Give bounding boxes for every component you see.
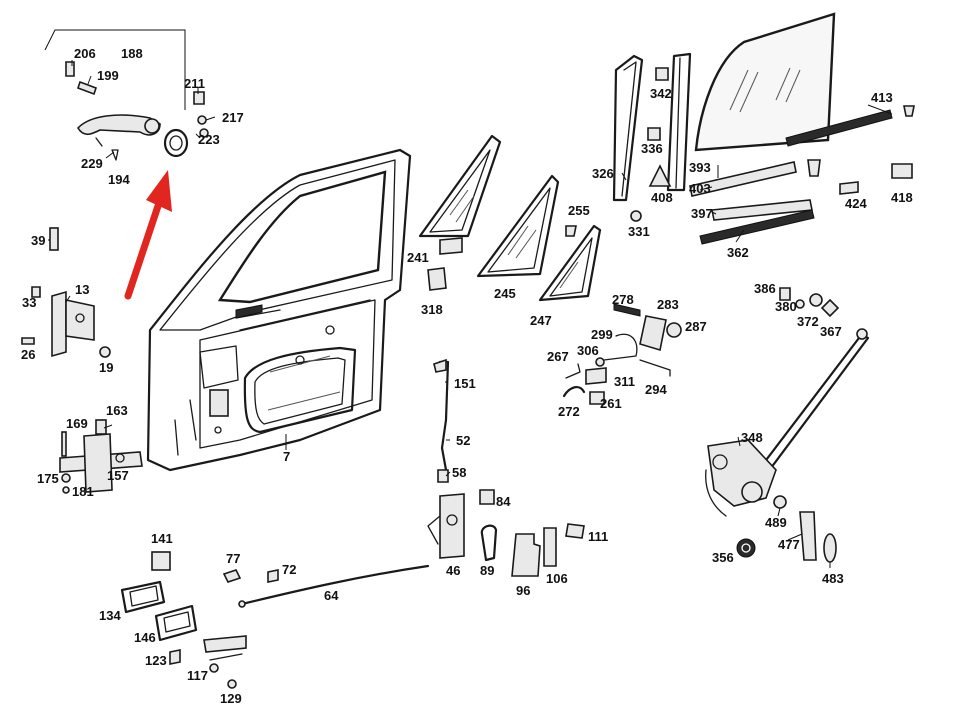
label-380: 380 [775, 299, 797, 314]
label-245: 245 [494, 286, 516, 301]
label-241: 241 [407, 250, 429, 265]
label-278: 278 [612, 292, 634, 307]
label-287: 287 [685, 319, 707, 334]
door-shell [146, 148, 412, 472]
label-134: 134 [99, 608, 121, 623]
label-413: 413 [871, 90, 893, 105]
label-211: 211 [184, 76, 205, 91]
door-check-strap [59, 419, 143, 494]
label-489: 489 [765, 515, 787, 530]
label-19: 19 [99, 360, 113, 375]
label-96: 96 [516, 583, 530, 598]
label-424: 424 [845, 196, 867, 211]
label-84: 84 [496, 494, 511, 509]
label-123: 123 [145, 653, 167, 668]
label-141: 141 [151, 531, 173, 546]
label-247: 247 [530, 313, 552, 328]
label-261: 261 [600, 396, 622, 411]
label-13: 13 [75, 282, 89, 297]
hinge-assembly [21, 227, 111, 358]
label-326: 326 [592, 166, 614, 181]
label-129: 129 [220, 691, 242, 706]
label-199: 199 [97, 68, 119, 83]
label-7: 7 [283, 449, 290, 464]
part-number-labels: 188 206 199 211 217 223 229 194 39 13 33… [21, 46, 913, 706]
leader-lines [48, 60, 893, 568]
label-64: 64 [324, 588, 339, 603]
label-331: 331 [628, 224, 650, 239]
label-39: 39 [31, 233, 45, 248]
label-477: 477 [778, 537, 800, 552]
label-46: 46 [446, 563, 460, 578]
label-418: 418 [891, 190, 913, 205]
label-106: 106 [546, 571, 568, 586]
label-194: 194 [108, 172, 130, 187]
vent-window-frames [418, 134, 602, 302]
label-318: 318 [421, 302, 443, 317]
door-lock-assembly [427, 358, 585, 577]
label-483: 483 [822, 571, 844, 586]
label-52: 52 [456, 433, 470, 448]
label-163: 163 [106, 403, 128, 418]
label-356: 356 [712, 550, 734, 565]
label-299: 299 [591, 327, 613, 342]
label-283: 283 [657, 297, 679, 312]
label-255: 255 [568, 203, 590, 218]
label-229: 229 [81, 156, 103, 171]
lock-linkage-parts [562, 303, 682, 405]
label-111: 111 [588, 529, 608, 544]
label-223: 223 [198, 132, 220, 147]
label-311: 311 [614, 374, 635, 389]
label-206: 206 [74, 46, 96, 61]
label-267: 267 [547, 349, 569, 364]
label-169: 169 [66, 416, 88, 431]
label-294: 294 [645, 382, 667, 397]
label-26: 26 [21, 347, 35, 362]
label-348: 348 [741, 430, 763, 445]
label-272: 272 [558, 404, 580, 419]
label-393: 393 [689, 160, 711, 175]
label-151: 151 [454, 376, 476, 391]
label-117: 117 [187, 668, 208, 683]
label-146: 146 [134, 630, 156, 645]
inside-handle-parts [120, 551, 279, 689]
label-33: 33 [22, 295, 36, 310]
label-362: 362 [727, 245, 749, 260]
label-397: 397 [691, 206, 713, 221]
label-175: 175 [37, 471, 59, 486]
lock-rod [238, 564, 430, 608]
label-306: 306 [577, 343, 599, 358]
label-336: 336 [641, 141, 663, 156]
outside-door-handle-assembly [44, 29, 209, 161]
window-channels-and-glass [612, 12, 915, 245]
label-408: 408 [651, 190, 673, 205]
label-188: 188 [121, 46, 143, 61]
label-157: 157 [107, 468, 129, 483]
label-181: 181 [72, 484, 94, 499]
window-regulator [705, 287, 870, 563]
label-217: 217 [222, 110, 244, 125]
label-77: 77 [226, 551, 240, 566]
label-367: 367 [820, 324, 842, 339]
label-403: 403 [689, 181, 711, 196]
label-89: 89 [480, 563, 494, 578]
label-386: 386 [754, 281, 776, 296]
label-372: 372 [797, 314, 819, 329]
label-58: 58 [452, 465, 466, 480]
red-arrow-indicator [124, 170, 172, 300]
label-72: 72 [282, 562, 296, 577]
label-342: 342 [650, 86, 672, 101]
